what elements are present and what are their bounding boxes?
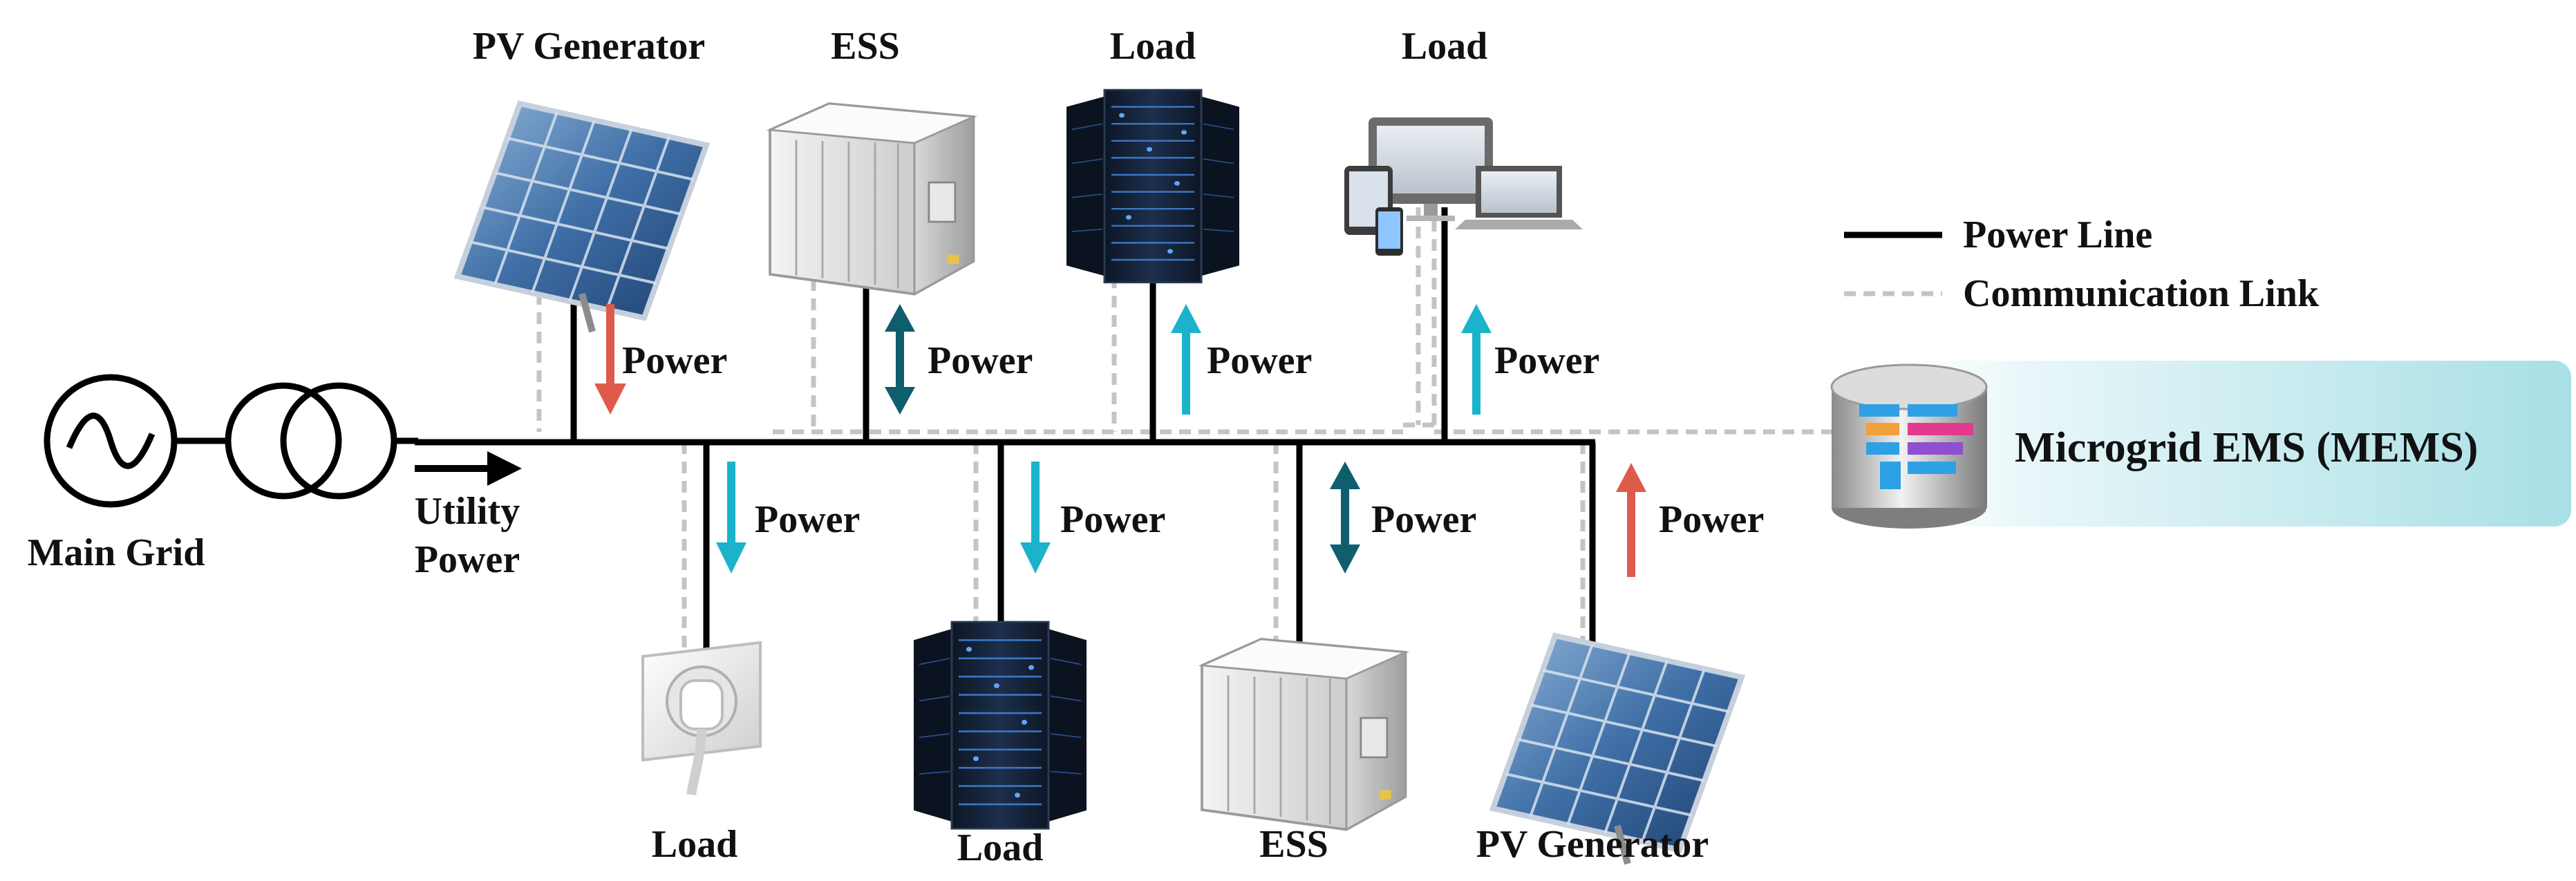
power-labels: Power Power Power Power Power Power Powe… (622, 339, 1764, 541)
top-node-pv-generator: PV Generator (458, 25, 706, 332)
top-node-load-server: Load (1065, 25, 1241, 284)
legend: Power Line Communication Link (1844, 214, 2320, 315)
database-icon (1830, 363, 1988, 529)
power-arrow-load (1461, 304, 1492, 415)
top-node-load-devices: Load (1344, 25, 1583, 256)
bottom-node-load-server: Load (912, 621, 1088, 869)
power-label: Power (622, 339, 727, 382)
bottom-node-load-outlet: Load (641, 641, 762, 866)
power-label: Power (1659, 498, 1764, 541)
power-arrow-generation (594, 304, 626, 415)
flow-arrows (594, 304, 1646, 577)
power-label: Power (1207, 339, 1312, 382)
bottom-node-pv-generator: PV Generator (1476, 636, 1742, 866)
battery-storage-icon (1201, 638, 1407, 831)
node-label: ESS (831, 25, 900, 68)
bottom-node-ess: ESS (1201, 638, 1407, 866)
power-arrow-generation (1616, 463, 1646, 577)
top-node-ess: ESS (769, 25, 975, 296)
node-label: Load (1402, 25, 1488, 68)
utility-power-label-line2: Power (415, 538, 520, 581)
main-grid-label: Main Grid (28, 531, 205, 574)
node-label: Load (957, 826, 1044, 869)
mems-banner (1839, 361, 2571, 527)
power-label: Power (1494, 339, 1599, 382)
solar-panel-icon (458, 104, 706, 332)
server-rack-icon (1065, 88, 1241, 284)
power-label: Power (1060, 498, 1165, 541)
node-label: Load (1110, 25, 1196, 68)
mems-label: Microgrid EMS (MEMS) (2015, 424, 2478, 471)
power-label: Power (928, 339, 1033, 382)
node-label: PV Generator (473, 25, 705, 68)
server-rack-icon (912, 621, 1088, 830)
node-label: Load (652, 823, 738, 866)
node-label: PV Generator (1476, 823, 1709, 866)
main-grid-source (44, 374, 228, 508)
battery-storage-icon (769, 102, 975, 296)
utility-power-label-line1: Utility (415, 490, 520, 533)
power-arrow-load (1020, 462, 1051, 574)
legend-communication-link-label: Communication Link (1963, 272, 2320, 315)
power-arrow-bidirectional (1330, 462, 1360, 574)
computer-devices-icon (1344, 117, 1583, 256)
power-label: Power (755, 498, 860, 541)
mems-node: Microgrid EMS (MEMS) (1830, 361, 2571, 529)
power-arrow-load (1171, 304, 1201, 415)
power-lines (415, 207, 1596, 656)
legend-power-line-label: Power Line (1963, 214, 2152, 256)
power-arrow-bidirectional (885, 304, 915, 415)
power-arrow-load (716, 462, 746, 574)
transformer-symbol (225, 382, 418, 500)
node-label: ESS (1259, 823, 1328, 866)
power-outlet-icon (641, 641, 762, 796)
power-label: Power (1371, 498, 1476, 541)
